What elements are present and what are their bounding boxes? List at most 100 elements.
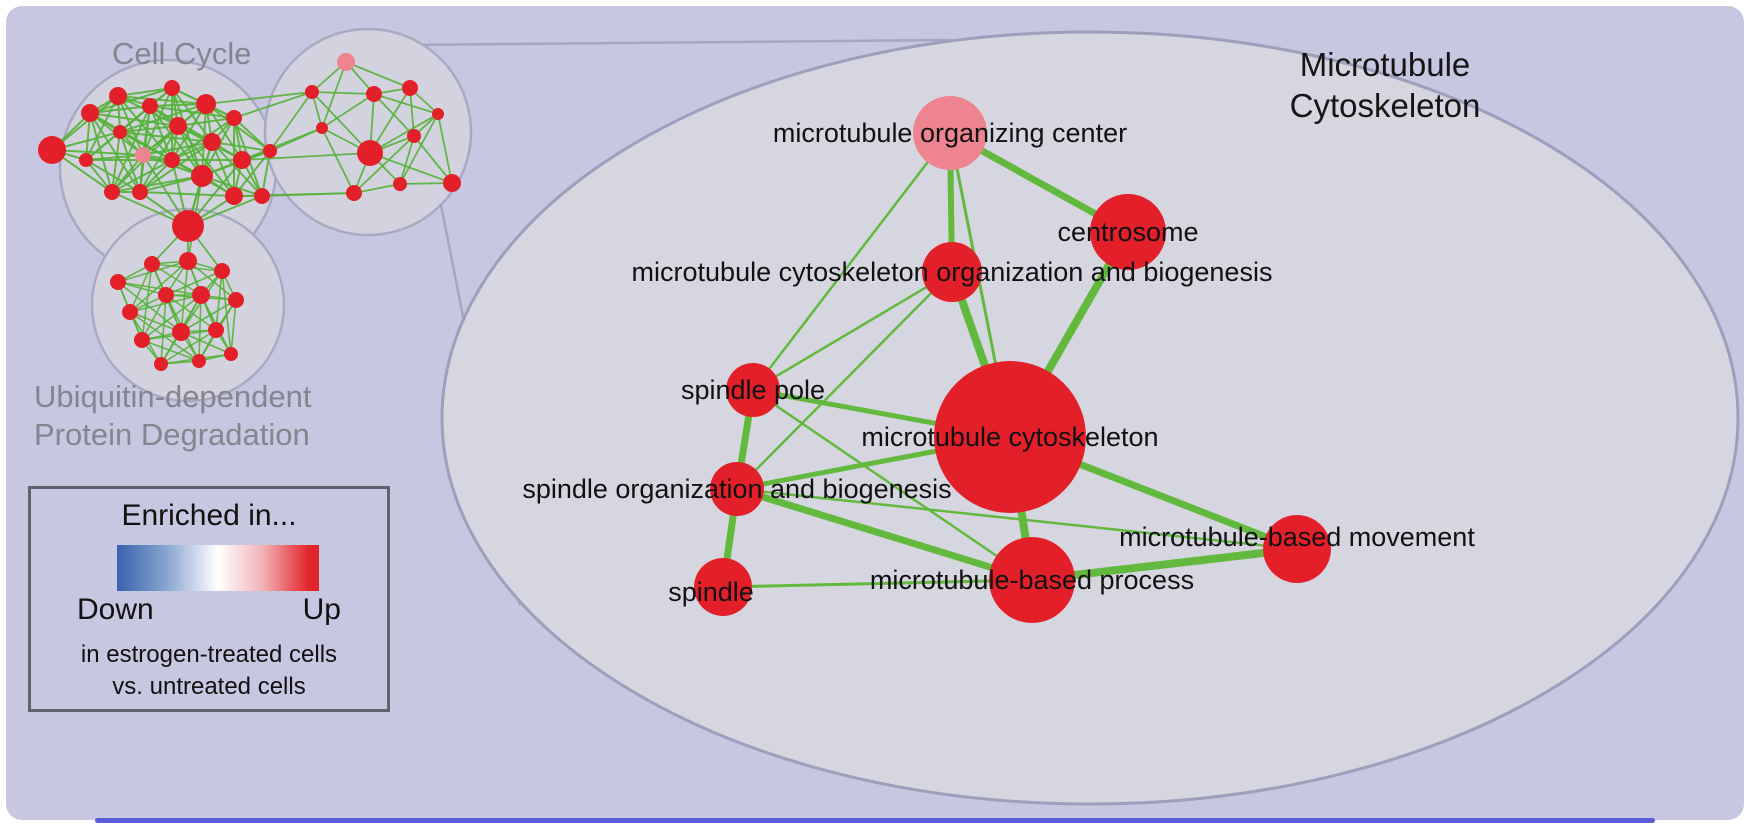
overview-node — [432, 108, 444, 120]
overview-edge — [85, 159, 141, 193]
detail-ellipse — [440, 30, 1740, 806]
overview-node — [192, 286, 210, 304]
overview-edge — [399, 113, 439, 185]
legend-down-label: Down — [77, 593, 154, 626]
overview-edge — [117, 95, 144, 156]
overview-node — [316, 122, 328, 134]
overview-edge — [51, 95, 119, 151]
overview-edge — [160, 294, 167, 365]
overview-edge — [205, 91, 313, 105]
detail-node-label-spindle: spindle — [668, 577, 754, 607]
detail-node-moc — [913, 96, 987, 170]
overview-node — [135, 147, 151, 163]
detail-cluster-title-line2: Cytoskeleton — [1289, 87, 1481, 124]
legend-caption-line1: in estrogen-treated cells — [80, 641, 338, 668]
overview-node — [225, 187, 243, 205]
legend-caption-line2: vs. untreated cells — [112, 673, 306, 700]
overview-edge — [221, 270, 232, 355]
overview-node — [109, 87, 127, 105]
overview-edge — [399, 135, 415, 185]
overview-edge — [111, 159, 173, 193]
overview-edge — [233, 192, 355, 197]
overview-node — [214, 263, 230, 279]
overview-node — [104, 184, 120, 200]
detail-node-org — [922, 242, 982, 302]
overview-edge — [89, 112, 141, 193]
overview-node — [134, 332, 150, 348]
overview-node — [254, 188, 270, 204]
cluster-label-cell-cycle: Cell Cycle — [112, 36, 252, 71]
overview-edge — [117, 95, 207, 105]
overview-node — [191, 165, 213, 187]
overview-edge — [373, 93, 439, 115]
overview-node — [132, 184, 148, 200]
detail-edge-spindle-mtbp — [722, 578, 1033, 589]
overview-edge — [160, 329, 217, 365]
detail-node-label-mtbm: microtubule-based movement — [1119, 522, 1475, 552]
overview-edge — [180, 331, 232, 355]
overview-node — [79, 153, 93, 167]
overview-node — [233, 151, 251, 169]
overview-edge — [111, 131, 121, 193]
overview-edge — [369, 152, 453, 184]
detail-node-centrosome — [1090, 194, 1166, 270]
overview-node — [366, 86, 382, 102]
overview-node — [164, 80, 180, 96]
overview-edge — [165, 270, 223, 296]
overview-node — [226, 110, 242, 126]
callout-line — [404, 38, 951, 47]
overview-edge — [117, 281, 202, 296]
legend-title: Enriched in... — [121, 499, 297, 532]
overview-edge — [230, 299, 237, 355]
overview-node — [228, 292, 244, 308]
overview-node — [169, 117, 187, 135]
overview-node — [144, 256, 160, 272]
overview-edge — [117, 87, 173, 97]
overview-node — [407, 129, 421, 143]
overview-node — [158, 287, 174, 303]
detail-node-pole — [726, 363, 780, 417]
legend-up-label: Up — [302, 593, 341, 626]
detail-node-mtc — [934, 361, 1086, 513]
overview-edge — [139, 191, 235, 197]
overview-edge — [311, 91, 371, 154]
cluster-label-ubiquitin: Ubiquitin-dependent Protein Degradation — [34, 378, 312, 454]
overview-node — [142, 98, 158, 114]
overview-edge — [141, 294, 167, 341]
overview-edge — [413, 135, 453, 184]
overview-node — [192, 354, 206, 368]
overview-edge — [129, 263, 153, 313]
overview-edge — [111, 105, 151, 193]
cluster-label-ubiquitin-line2: Protein Degradation — [34, 417, 310, 452]
overview-edge — [117, 95, 173, 161]
overview-node — [305, 85, 319, 99]
legend-box: Enriched in... Down Up in estrogen-treat… — [28, 486, 390, 712]
overview-edge — [139, 141, 213, 193]
legend-axis-labels: Down Up — [77, 593, 341, 627]
overview-edge — [142, 87, 173, 156]
overview-node — [122, 304, 138, 320]
overview-edge — [129, 260, 189, 313]
overview-node — [164, 152, 180, 168]
overview-edge — [211, 141, 271, 152]
cluster-label-ubiquitin-line1: Ubiquitin-dependent — [34, 379, 312, 414]
detail-node-spindle — [694, 558, 752, 616]
overview-edge — [171, 117, 235, 161]
overview-edge — [311, 91, 375, 95]
detail-cluster-title-line1: Microtubule — [1299, 46, 1471, 83]
overview-edge — [321, 61, 347, 129]
detail-node-label-org: microtubule cytoskeleton organization an… — [632, 257, 1273, 287]
overview-node — [443, 174, 461, 192]
overview-edge — [141, 263, 153, 341]
detail-node-sorg — [710, 462, 764, 516]
overview-node — [263, 144, 277, 158]
overview-node — [179, 252, 197, 270]
overview-node — [38, 136, 66, 164]
detail-node-mtbm — [1263, 515, 1331, 583]
overview-edge — [369, 113, 439, 154]
overview-node — [81, 104, 99, 122]
detail-node-label-pole: spindle pole — [681, 375, 825, 405]
overview-edge — [437, 113, 453, 184]
overview-node — [208, 322, 224, 338]
